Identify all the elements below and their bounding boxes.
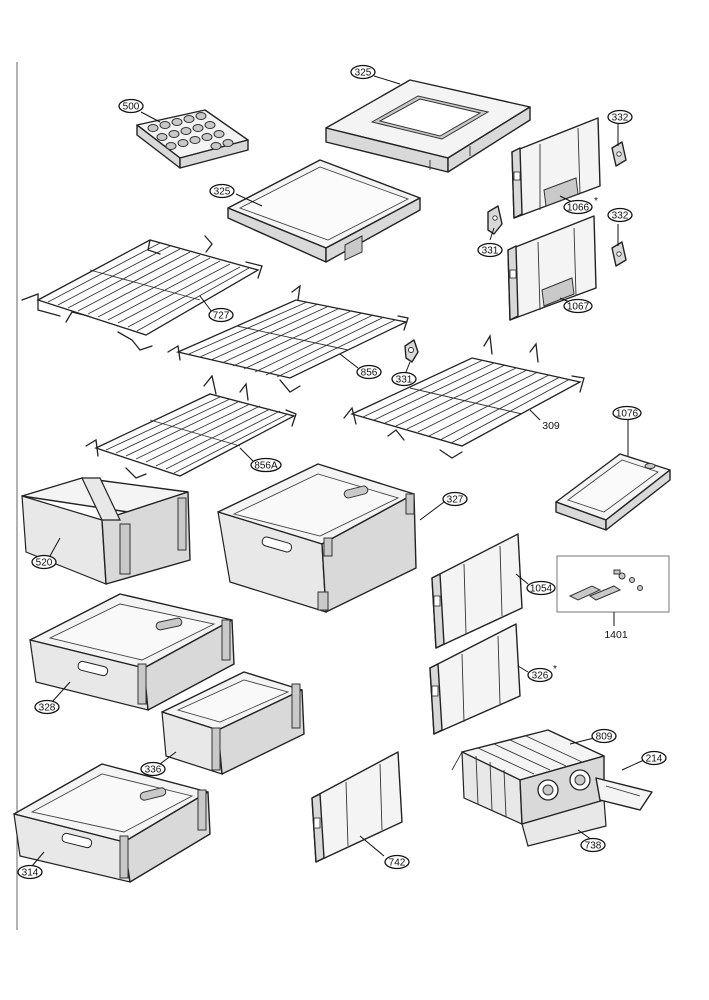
part-wire-shelf-309 xyxy=(343,334,585,459)
callout-332-top: 332 xyxy=(607,109,633,125)
part-crisper-520 xyxy=(21,477,191,585)
part-glass-shelf xyxy=(227,159,421,263)
callout-label: 325 xyxy=(355,68,372,79)
part-wire-shelf-856 xyxy=(167,284,409,393)
callout-label: 325 xyxy=(214,187,231,198)
callout-326: 326 * xyxy=(527,664,557,683)
part-door-bin-1066 xyxy=(511,117,601,219)
callout-label: 331 xyxy=(482,246,499,257)
callout-856: 856 xyxy=(356,364,382,380)
part-tray-frame-top xyxy=(325,79,531,173)
part-bracket-331-mid xyxy=(404,339,419,363)
part-crisper-314 xyxy=(13,763,211,883)
callout-label: 1076 xyxy=(616,409,639,420)
callout-1401: 1401 xyxy=(604,629,628,641)
callout-label: 1054 xyxy=(530,584,553,595)
callout-label: 1066 xyxy=(567,203,590,214)
part-bracket-331-right xyxy=(487,205,503,235)
part-wire-shelf-856A xyxy=(85,374,297,479)
callout-309: 309 xyxy=(542,420,560,432)
part-egg-tray xyxy=(136,109,249,169)
asterisk-mark: * xyxy=(553,664,557,675)
part-door-bin-1054 xyxy=(431,533,523,649)
part-kit-1401 xyxy=(556,555,670,626)
callout-738: 738 xyxy=(580,837,606,853)
part-crisper-327 xyxy=(217,463,417,613)
callout-label: 1067 xyxy=(567,302,590,313)
callout-331-mid: 331 xyxy=(391,371,417,387)
callout-727: 727 xyxy=(208,307,234,323)
part-ice-maker-assembly xyxy=(451,729,653,847)
callout-label: 214 xyxy=(646,754,663,765)
callout-label: 856A xyxy=(254,461,278,472)
callout-label: 331 xyxy=(396,375,413,386)
callout-label: 738 xyxy=(585,841,602,852)
callout-label: 809 xyxy=(596,732,613,743)
callout-314: 314 xyxy=(17,864,43,880)
callout-336: 336 xyxy=(140,761,166,777)
callout-label: 500 xyxy=(123,102,140,113)
callout-label: 856 xyxy=(361,368,378,379)
callout-856A: 856A xyxy=(250,457,282,473)
callout-500: 500 xyxy=(118,98,144,114)
part-wire-shelf-727 xyxy=(21,235,263,351)
callout-label: 332 xyxy=(612,211,629,222)
callout-label: 328 xyxy=(39,703,56,714)
callout-1067: 1067 xyxy=(563,298,593,314)
callout-520: 520 xyxy=(31,554,57,570)
part-crisper-336 xyxy=(161,671,305,775)
callout-label: 520 xyxy=(36,558,53,569)
callout-label: 314 xyxy=(22,868,39,879)
callout-label: 336 xyxy=(145,765,162,776)
part-clip-332-mid xyxy=(611,241,627,267)
callout-214: 214 xyxy=(641,750,667,766)
callout-1054: 1054 xyxy=(526,580,556,596)
callout-332-mid: 332 xyxy=(607,207,633,223)
callout-label: 727 xyxy=(213,311,230,322)
callout-742: 742 xyxy=(384,854,410,870)
callout-325-shelf: 325 xyxy=(209,183,235,199)
callout-label: 742 xyxy=(389,858,406,869)
callout-label: 326 xyxy=(532,671,549,682)
asterisk-mark: * xyxy=(594,196,598,207)
callout-325-top: 325 xyxy=(350,64,376,80)
callout-label: 1401 xyxy=(604,629,628,641)
callout-label: 309 xyxy=(542,420,560,432)
part-small-tray-1076 xyxy=(555,453,671,531)
callout-1066: 1066 * xyxy=(563,196,598,215)
callout-1076: 1076 xyxy=(612,405,642,421)
callout-327: 327 xyxy=(442,491,468,507)
callout-328: 328 xyxy=(34,699,60,715)
callout-label: 327 xyxy=(447,495,464,506)
leader-lines xyxy=(31,75,645,867)
callout-331-right: 331 xyxy=(477,242,503,258)
part-clip-332-top xyxy=(611,141,627,167)
callout-809: 809 xyxy=(591,728,617,744)
part-door-bin-1067 xyxy=(507,215,597,321)
part-crisper-328 xyxy=(29,593,235,711)
callout-label: 332 xyxy=(612,113,629,124)
part-door-bin-742 xyxy=(311,751,403,863)
part-door-bin-326 xyxy=(429,623,521,735)
